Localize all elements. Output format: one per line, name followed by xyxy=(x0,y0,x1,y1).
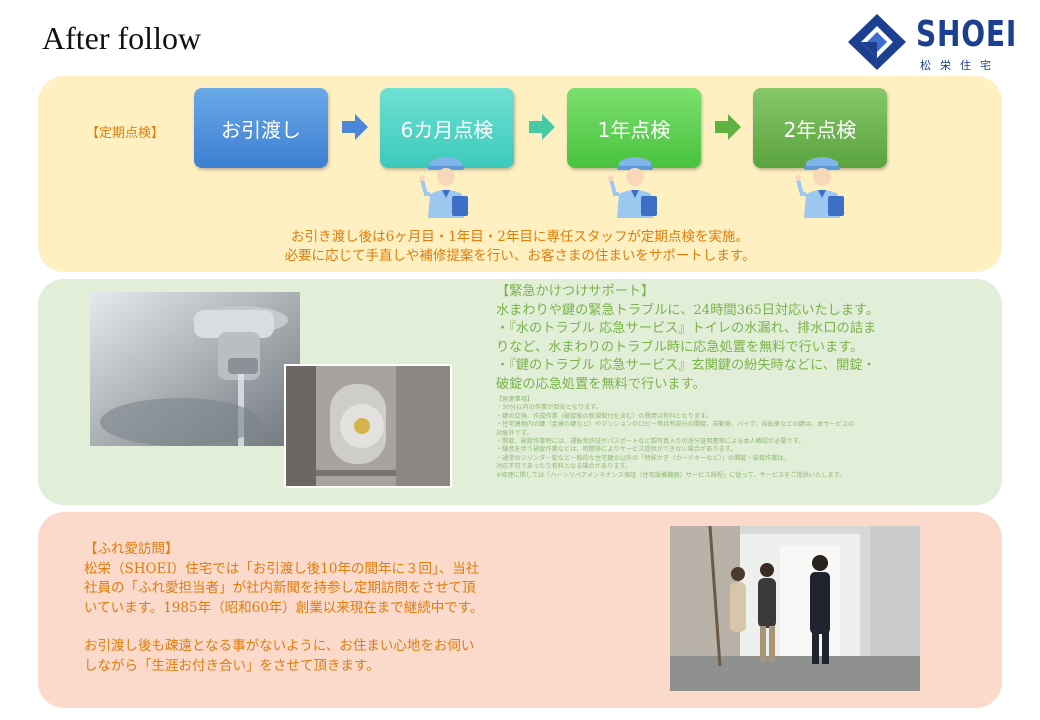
note-line: ・騒音を伴う破錠作業などは、時間帯によりサービス提供ができない場合があります。 xyxy=(496,446,737,454)
logo-text: SHOEI xyxy=(916,14,1018,55)
step-handover: お引渡し xyxy=(194,88,328,168)
emergency-line: 破錠の応急処置を無料で行います。 xyxy=(496,376,706,392)
step-6-month: 6カ月点検 xyxy=(380,88,514,168)
note-line: ・通常のシリンダー錠など一般的な住宅鍵の以外の「特殊かぎ（カードキーなど）」の開… xyxy=(496,454,790,462)
staff-clipboard-icon xyxy=(419,157,468,218)
emergency-line: ・『鍵のトラブル 応急サービス』玄関鍵の紛失時などに、開錠・ xyxy=(496,358,876,373)
fureai-line: いています。1985年（昭和60年）創業以来現在まで継続中です。 xyxy=(84,599,484,616)
fureai-tag: 【ふれ愛訪問】 xyxy=(84,541,179,557)
shoei-logo: SHOEI 松栄住宅 xyxy=(846,12,1016,72)
emergency-text: 【緊急かけつけサポート】 水まわりや鍵の緊急トラブルに、24時間365日対応いた… xyxy=(496,283,972,394)
inspection-description: お引き渡し後は6ヶ月目・1年目・2年目に専任スタッフが定期点検を実施。 必要に応… xyxy=(200,228,840,266)
fureai-line: お引渡し後も疎遠となる事がないように、お住まい心地をお伺い xyxy=(84,638,475,654)
note-line: ※修理に関しては「ハーンリペアメンテナンス保証（住宅設備機器）サービス規程」に従… xyxy=(496,471,846,479)
step-1-year: 1年点検 xyxy=(567,88,701,168)
fureai-paragraph-1: 松栄（SHOEI）住宅では「お引渡し後10年の間年に３回」、当社 社員の「ふれ愛… xyxy=(84,560,564,619)
page-title: After follow xyxy=(42,20,202,56)
description-line: 必要に応じて手直しや補修提案を行い、お客さまの住まいをサポートします。 xyxy=(284,248,756,264)
note-line: 対応不可であったり有料となる場合があります。 xyxy=(496,463,632,471)
home-visit-photo xyxy=(670,526,920,691)
emergency-line: 【緊急かけつけサポート】 xyxy=(496,284,655,299)
note-line: 【留意事項】 xyxy=(496,396,534,403)
fureai-text: 【ふれ愛訪問】 松栄（SHOEI）住宅では「お引渡し後10年の間年に３回」、当社… xyxy=(84,540,564,695)
emergency-line: 水まわりや鍵の緊急トラブルに、24時間365日対応いたします。 xyxy=(496,302,880,318)
staff-clipboard-icon xyxy=(795,157,844,218)
description-line: お引き渡し後は6ヶ月目・1年目・2年目に専任スタッフが定期点検を実施。 xyxy=(291,229,749,245)
staff-clipboard-icon xyxy=(608,157,657,218)
logo-subtext: 松栄住宅 xyxy=(920,59,1000,72)
door-lock-photo xyxy=(284,364,452,488)
inspection-tag: 【定期点検】 xyxy=(86,126,165,141)
faucet-photo xyxy=(90,292,300,446)
fureai-line: 松栄（SHOEI）住宅では「お引渡し後10年の間年に３回」、当社 xyxy=(84,560,480,577)
shoei-logo-icon xyxy=(848,14,906,70)
right-arrow-icon xyxy=(342,114,368,140)
note-line: ・鍵の交換、作成作業（破錠後の新規取付を含む）の費用は有料となります。 xyxy=(496,412,712,420)
note-line: ・住宅建物内の鍵（金庫の鍵など）やマンションのロビー等共有部分の開錠、自動車、バ… xyxy=(496,421,855,429)
emergency-line: りなど、水まわりのトラブル時に応急処置を無料で行います。 xyxy=(496,339,864,355)
note-line: ・開錠、破錠作業時には、運転免許証やパスポートなど顔写真入りの身分証明書等による… xyxy=(496,438,805,446)
note-line: ・30分以内の作業が目安となります。 xyxy=(496,404,603,412)
note-line: 対象外です。 xyxy=(496,429,533,437)
emergency-line: ・『水のトラブル 応急サービス』トイレの水漏れ、排水口の詰ま xyxy=(496,321,877,336)
right-arrow-icon xyxy=(715,114,741,140)
fureai-line: 社員の「ふれ愛担当者」が社内新聞を持参し定期訪問をさせて頂 xyxy=(84,580,476,596)
fureai-paragraph-2: お引渡し後も疎遠となる事がないように、お住まい心地をお伺い しながら「生涯お付き… xyxy=(84,637,564,676)
step-2-year: 2年点検 xyxy=(753,88,887,168)
emergency-notes: 【留意事項】 ・30分以内の作業が目安となります。 ・鍵の交換、作成作業（破錠後… xyxy=(496,396,972,480)
fureai-line: しながら「生涯お付き合い」をさせて頂きます。 xyxy=(84,657,380,674)
right-arrow-icon xyxy=(529,114,555,140)
